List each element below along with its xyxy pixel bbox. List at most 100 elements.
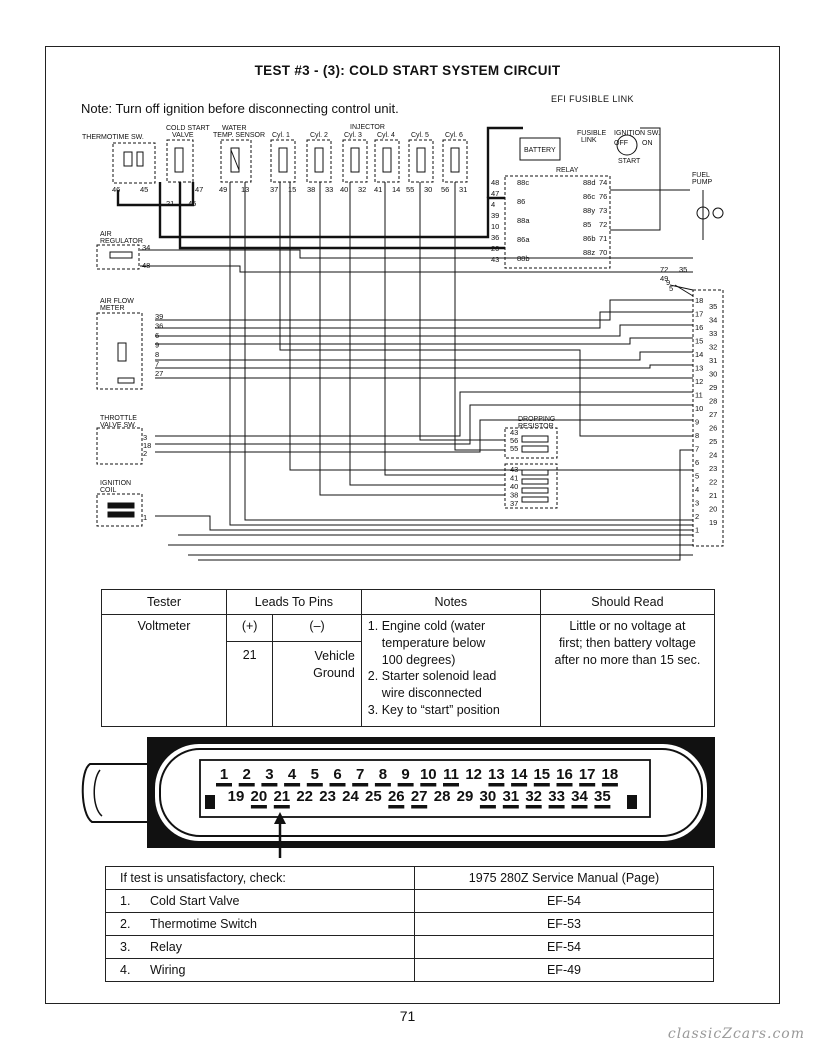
note-line: temperature below: [381, 635, 486, 650]
relay-pin: 36: [491, 233, 499, 242]
pin-marker: [533, 783, 550, 787]
air-flow-meter-pin: 36: [155, 322, 163, 331]
throttle-pin: 3: [143, 433, 147, 442]
tester-table: Tester Leads To Pins Notes Should Read V…: [101, 589, 716, 727]
fusible-label-1: FUSIBLE: [577, 130, 607, 137]
cyl5-label: Cyl. 5: [411, 132, 429, 139]
cyl6-pin: 31: [459, 185, 467, 194]
air-flow-meter-label-2: METER: [100, 305, 125, 312]
note-line: 3. Key to “start” position: [367, 702, 500, 717]
table-row: 4.Wiring EF-49: [105, 958, 714, 982]
connector-pin: 7: [356, 766, 364, 783]
cold-start-pin: 45: [188, 199, 196, 208]
connector-pin: 28: [434, 788, 451, 805]
should-read-line: Little or no voltage at: [569, 619, 686, 633]
pin-marker: [352, 783, 369, 787]
water-label-1: WATER: [222, 125, 247, 132]
dropping-resistor-pin: 56: [510, 436, 518, 445]
throttle-pin: 18: [143, 441, 151, 450]
should-read-line: after no more than 15 sec.: [554, 652, 701, 667]
dropping-resistor-pin: 43: [510, 428, 518, 437]
pin-marker: [579, 783, 596, 787]
ignition-coil-pin: 1: [143, 513, 147, 522]
dropping-resistor-label-2: RESISTOR: [518, 423, 554, 430]
throttle-pin: 2: [143, 449, 147, 458]
thermotime-pin: 46: [112, 185, 120, 194]
row-num: 1.: [120, 894, 131, 908]
note-line: 1. Engine cold (water: [367, 619, 486, 633]
connector-pin: 30: [480, 788, 497, 805]
row-item: Thermotime Switch: [150, 917, 257, 931]
air-regulator-pin: 34: [142, 243, 150, 252]
dropping-resistor-pin: 41: [510, 474, 518, 483]
row-page: EF-53: [414, 912, 714, 936]
control-unit-pin: 24: [709, 451, 717, 460]
injector-label: INJECTOR: [350, 124, 385, 131]
harness-pin: 35: [679, 265, 687, 274]
pin-marker: [548, 805, 565, 809]
control-unit-pin: 18: [695, 296, 703, 305]
relay-pin: 43: [491, 255, 499, 264]
connector-pin: 15: [533, 766, 550, 783]
control-unit-pin: 19: [709, 518, 717, 527]
control-unit-pin: 9: [695, 418, 699, 427]
harness-pin: 49: [660, 274, 668, 283]
air-flow-meter-label-1: AIR FLOW: [100, 298, 134, 305]
connector-pin: 20: [251, 788, 268, 805]
pin-marker: [479, 805, 496, 809]
row-num: 3.: [120, 940, 131, 954]
pin-marker: [411, 805, 428, 809]
note-line: 100 degrees): [381, 652, 456, 667]
row-page: EF-54: [414, 935, 714, 959]
air-regulator-pin: 48: [142, 261, 150, 270]
pin-marker: [601, 783, 618, 787]
cyl2-pin: 33: [325, 185, 333, 194]
pin-marker: [261, 783, 278, 787]
pin-marker: [525, 805, 542, 809]
control-unit-pin: 31: [709, 356, 717, 365]
control-unit-pin: 30: [709, 370, 717, 379]
thermotime-pin: 45: [140, 185, 148, 194]
connector-pin: 8: [379, 766, 387, 783]
relay-pin: 20: [491, 244, 499, 253]
page-title: TEST #3 - (3): COLD START SYSTEM CIRCUIT: [254, 63, 561, 78]
connector-pin: 4: [288, 766, 297, 783]
control-unit-pin: 22: [709, 478, 717, 487]
control-unit-pin: 8: [695, 431, 699, 440]
relay-pin: 48: [491, 178, 499, 187]
connector-pin: 12: [465, 766, 482, 783]
cyl3-label: Cyl. 3: [344, 132, 362, 139]
air-flow-meter-pin: 6: [155, 331, 159, 340]
control-unit-pin: 34: [709, 316, 717, 325]
harness-pin: 9: [666, 278, 670, 287]
control-unit-pin: 1: [695, 526, 699, 535]
on-label: ON: [642, 140, 653, 147]
control-unit-pin: 26: [709, 424, 717, 433]
control-unit-pin: 21: [709, 491, 717, 500]
relay-pin: 47: [491, 189, 499, 198]
cyl2-pin: 38: [307, 185, 315, 194]
cyl5-pin: 30: [424, 185, 432, 194]
note-text: Note: Turn off ignition before disconnec…: [81, 101, 399, 116]
relay-pin: 74: [599, 178, 607, 187]
fusible-label-2: LINK: [581, 137, 597, 144]
control-unit-pin: 11: [695, 391, 703, 400]
relay-pin: 71: [599, 234, 607, 243]
pin-marker: [502, 805, 519, 809]
pin-marker: [250, 805, 267, 809]
cyl4-label: Cyl. 4: [377, 132, 395, 139]
connector-pin: 17: [579, 766, 596, 783]
connector-pin: 23: [319, 788, 336, 805]
connector-pin: 2: [243, 766, 251, 783]
relay-pin: 73: [599, 206, 607, 215]
control-unit-pin: 14: [695, 350, 703, 359]
connector-pin: 31: [502, 788, 519, 805]
dropping-resistor-pin: 43: [510, 465, 518, 474]
connector-pin: 1: [220, 766, 228, 783]
relay-pin: 86: [517, 197, 525, 206]
minus-pin-cell: Vehicle Ground: [272, 641, 362, 727]
pin-marker: [488, 783, 505, 787]
connector-pin: 9: [401, 766, 409, 783]
relay-pin: 88z: [583, 248, 595, 257]
